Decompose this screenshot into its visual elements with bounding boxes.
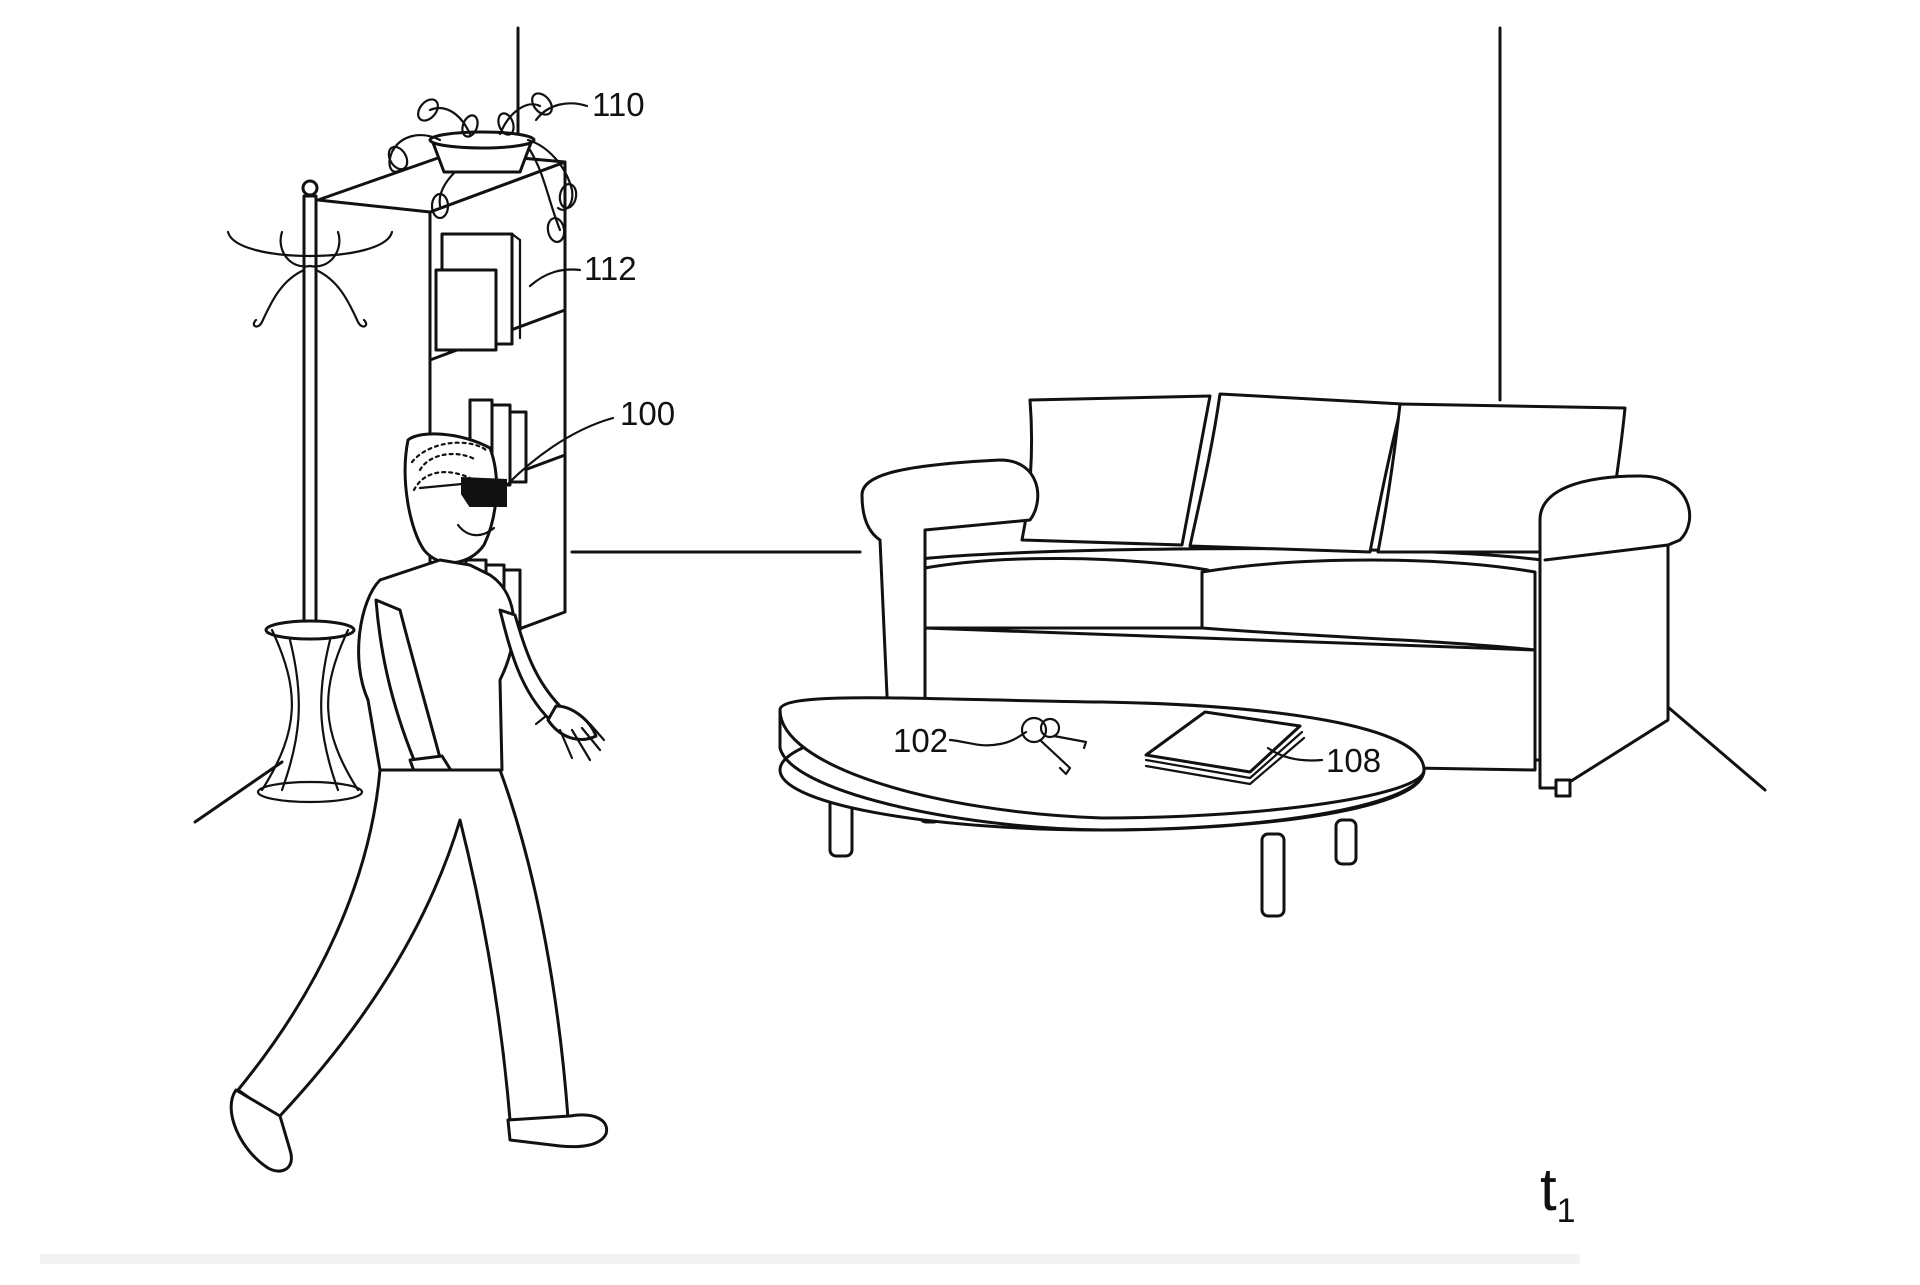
label-headset: 100 [620, 395, 675, 432]
leader-100 [498, 416, 615, 494]
plant [387, 92, 578, 243]
time-subscript: 1 [1557, 1192, 1576, 1230]
label-plant: 110 [592, 86, 645, 123]
magazine [1144, 710, 1306, 786]
coat-rack [226, 179, 394, 804]
coffee-table [778, 696, 1426, 918]
leader-110 [534, 102, 589, 122]
bottom-strip [40, 1254, 1580, 1264]
keys [1020, 716, 1088, 776]
leader-102 [948, 730, 1028, 747]
person [229, 432, 609, 1173]
leader-lines [498, 102, 1324, 762]
leader-108 [1266, 746, 1324, 762]
label-magazine: 108 [1326, 742, 1381, 779]
label-keys: 102 [893, 722, 948, 759]
time-symbol: t [1540, 1156, 1557, 1223]
time-marker: t1 [1540, 1156, 1576, 1230]
leader-112 [528, 268, 582, 288]
headset [418, 476, 507, 507]
label-books: 112 [584, 250, 637, 287]
